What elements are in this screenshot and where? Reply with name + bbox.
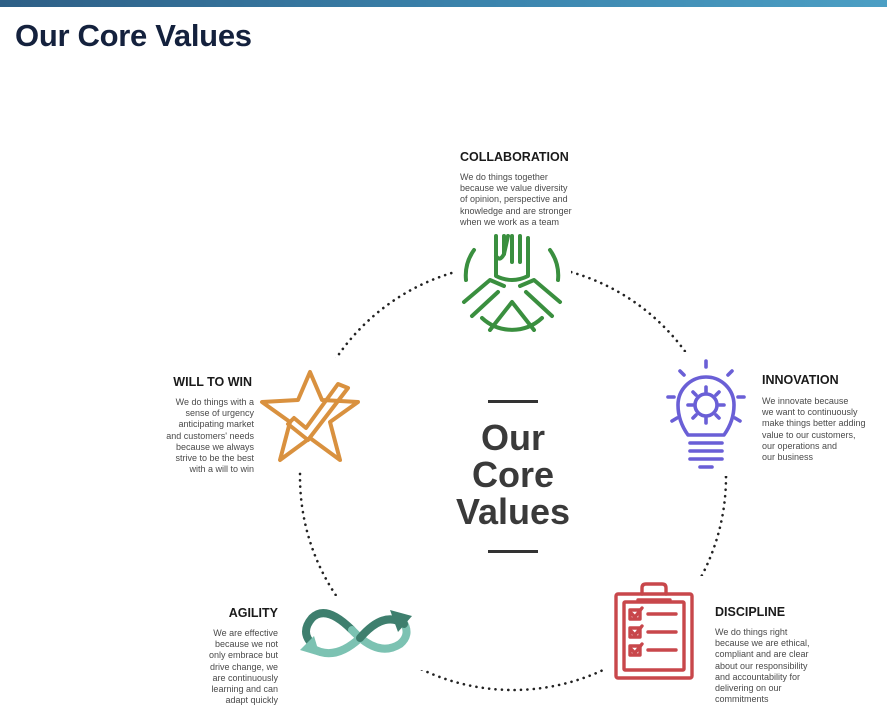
top-accent-bar — [0, 0, 887, 7]
discipline-title: DISCIPLINE — [715, 605, 786, 619]
infinity-arrows-icon — [300, 609, 412, 658]
will-to-win-title: WILL TO WIN — [173, 375, 252, 389]
innovation-title: INNOVATION — [762, 373, 839, 387]
team-hands-icon — [462, 234, 562, 332]
star-check-icon — [260, 370, 360, 462]
clipboard-checklist-icon — [614, 582, 694, 680]
dotted-ring — [298, 262, 728, 692]
center-line-1: Our — [480, 417, 545, 458]
center-line-2: Core — [471, 454, 555, 495]
center-bottom-rule — [488, 550, 538, 553]
agility-title: AGILITY — [228, 606, 278, 620]
page-title: Our Core Values — [15, 18, 252, 53]
lightbulb-gear-icon — [666, 359, 746, 469]
center-top-rule — [488, 400, 538, 403]
collaboration-title: COLLABORATION — [460, 150, 569, 164]
center-line-3: Values — [455, 491, 571, 532]
